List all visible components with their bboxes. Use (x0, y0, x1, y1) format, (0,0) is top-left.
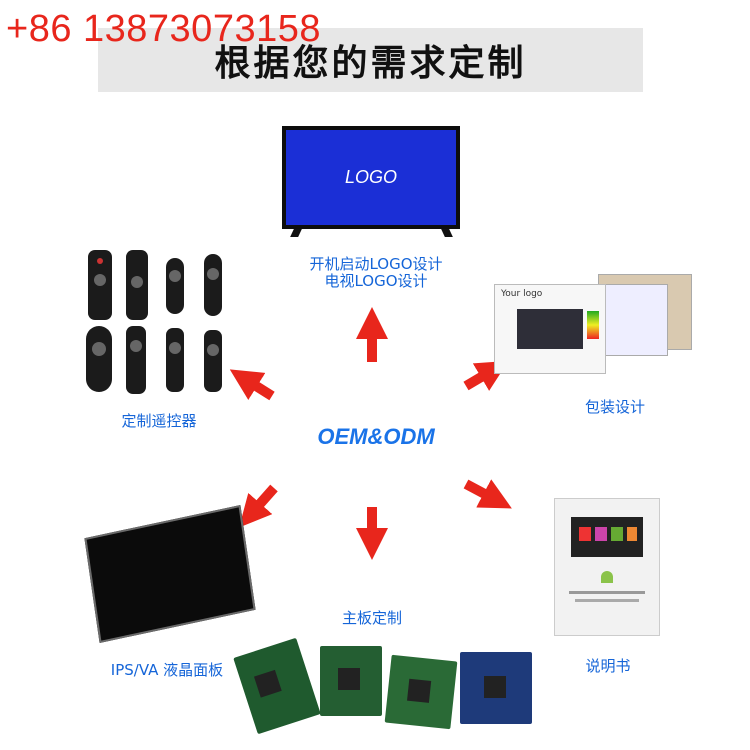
manual-label: 说明书 (585, 657, 631, 675)
package-tv-image (517, 309, 583, 349)
arrow-upleft-icon (229, 369, 275, 401)
remote-icon (166, 328, 184, 392)
remote-icon (126, 326, 146, 394)
tv-logo-text: LOGO (344, 167, 397, 187)
mainboard-pcb (384, 654, 458, 730)
remote-icon (88, 250, 112, 320)
energy-label (587, 311, 599, 339)
phone-number: +86 13873073158 (6, 8, 321, 50)
tv-label-line2: 电视LOGO设计 (324, 272, 428, 290)
remote-icon (166, 258, 184, 314)
remote-label: 定制遥控器 (121, 412, 197, 430)
remote-icon (204, 330, 222, 392)
package-box-text: Your logo (501, 289, 543, 299)
manual-screen-image (571, 517, 643, 557)
packaging-label: 包装设计 (584, 398, 645, 416)
android-icon (601, 571, 613, 583)
remote-icon (204, 254, 222, 316)
remote-icon (86, 326, 112, 392)
mainboard-label: 主板定制 (341, 609, 402, 627)
arrow-upright-icon (463, 360, 509, 391)
mainboard-pcb (320, 646, 382, 716)
title-banner (98, 28, 643, 92)
tv-label-line1: 开机启动LOGO设计 (309, 255, 443, 273)
oem-odm-label: OEM&ODM (317, 424, 435, 449)
arrow-downleft-icon (239, 484, 278, 528)
panel-label: IPS/VA 液晶面板 (110, 661, 224, 679)
user-manual (554, 498, 660, 636)
tv-screen: LOGO (282, 126, 460, 229)
mainboard-pcb (460, 652, 532, 724)
arrow-downright-icon (463, 479, 512, 509)
remote-icon (126, 250, 148, 320)
packaging-boxes: Your logo (486, 262, 698, 380)
page-title: 根据您的需求定制 (214, 43, 527, 84)
remote-controls (84, 248, 234, 398)
package-box-front: Your logo (494, 284, 606, 374)
